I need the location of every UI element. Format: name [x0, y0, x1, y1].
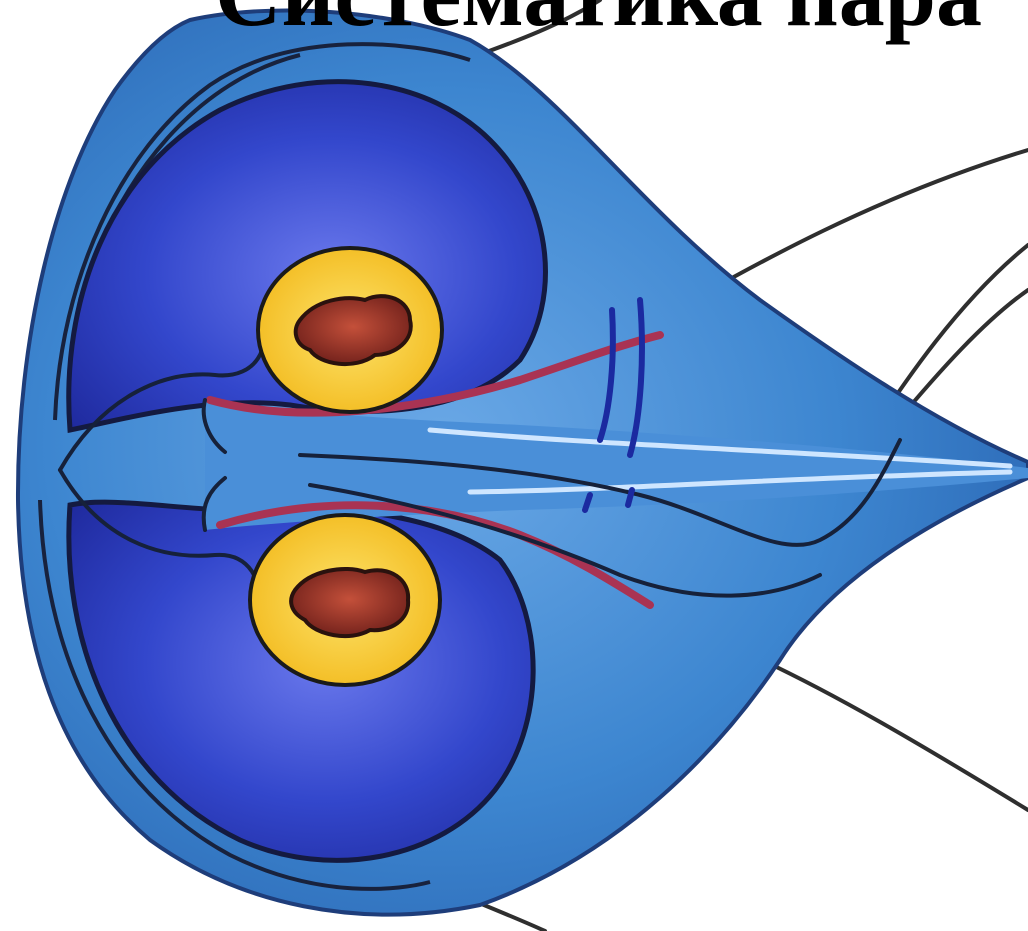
flagellum-lower: [740, 650, 1028, 810]
slide-title: Систематика пара: [215, 0, 982, 40]
nucleus-bottom: [250, 515, 440, 685]
nucleus-top: [258, 248, 442, 412]
